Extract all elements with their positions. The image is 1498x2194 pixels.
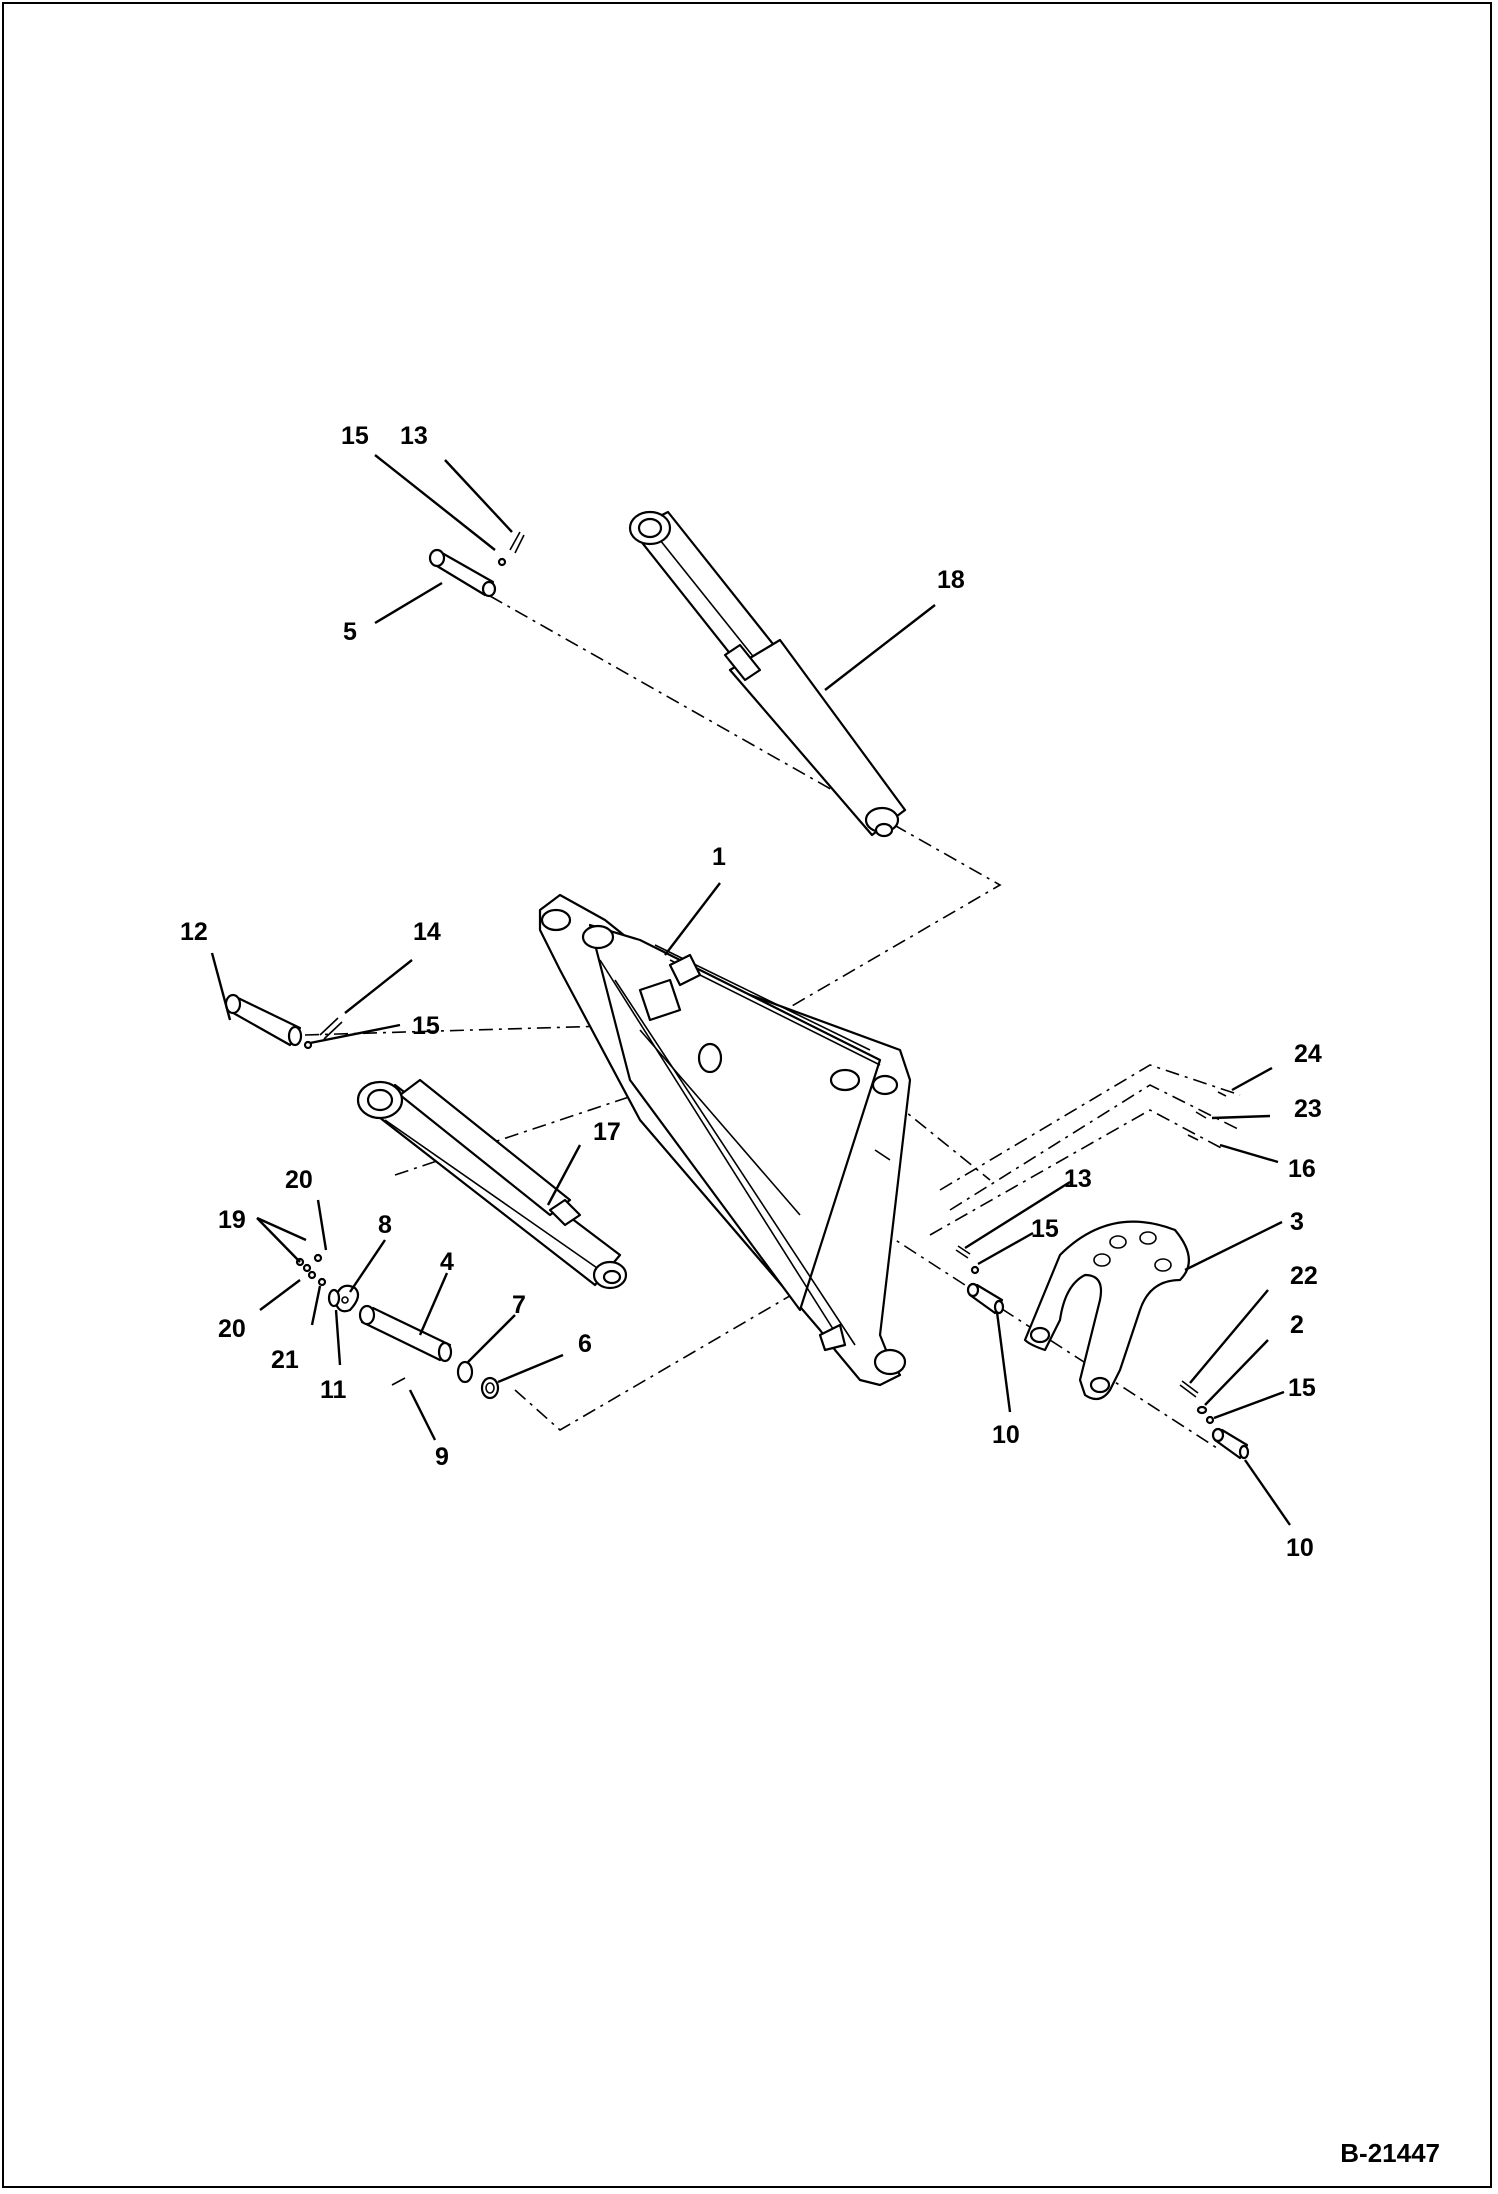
callout-21: 21 [271, 1346, 299, 1374]
callout-5: 5 [343, 618, 357, 646]
callout-23: 23 [1294, 1095, 1322, 1123]
callout-9: 9 [435, 1443, 449, 1471]
part-7-spacer [456, 1360, 474, 1384]
part-10-pin-left [966, 1282, 1005, 1315]
part-15-washer-top [497, 557, 507, 567]
callout-7: 7 [512, 1291, 526, 1319]
callout-8: 8 [378, 1211, 392, 1239]
part-9-cotter-pin [391, 1377, 406, 1386]
part-21-nut [317, 1277, 327, 1287]
callout-10-left: 10 [992, 1421, 1020, 1449]
part-24-fitting [1217, 1091, 1227, 1097]
callout-24: 24 [1294, 1040, 1322, 1068]
callout-15-right-lower: 15 [1288, 1374, 1316, 1402]
part-4-pin [358, 1304, 453, 1363]
part-18-upper-hydraulic-cylinder [628, 510, 907, 838]
callout-15-left: 15 [412, 1012, 440, 1040]
part-14-bolt [319, 1017, 343, 1040]
callout-10-right: 10 [1286, 1534, 1314, 1562]
callout-14: 14 [413, 918, 441, 946]
part-15-washer-right-upper [970, 1265, 980, 1275]
callout-15: 15 [341, 422, 369, 450]
document-reference-number: B-21447 [1340, 2138, 1440, 2168]
callout-6: 6 [578, 1330, 592, 1358]
part-5-upper-pin [428, 548, 497, 598]
callout-20-bottom: 20 [218, 1315, 246, 1343]
part-15-washer-left [303, 1040, 313, 1050]
callout-4: 4 [440, 1248, 454, 1276]
part-20-washer-upper [313, 1253, 323, 1263]
callout-13: 13 [400, 422, 428, 450]
part-10-pin-right [1211, 1427, 1250, 1460]
leader-lines [210, 454, 1291, 1526]
callout-13-right: 13 [1064, 1165, 1092, 1193]
part-12-pin [224, 993, 303, 1047]
callout-3: 3 [1290, 1208, 1304, 1236]
part-17-lower-hydraulic-cylinder [356, 1078, 628, 1290]
callout-18: 18 [937, 566, 965, 594]
callout-15-right-upper: 15 [1031, 1215, 1059, 1243]
part-15-washer-right-lower [1205, 1415, 1215, 1425]
part-13-bolt-top [509, 531, 525, 554]
part-3-swing-mount [1023, 1220, 1190, 1401]
part-13-bolt-right [955, 1245, 971, 1259]
callout-12: 12 [180, 918, 208, 946]
part-16-fitting [874, 1149, 891, 1161]
callout-1: 1 [712, 843, 726, 871]
part-16-small-fitting [1187, 1134, 1199, 1141]
callout-11: 11 [320, 1376, 347, 1404]
callout-22: 22 [1290, 1262, 1318, 1290]
part-11-ring [327, 1288, 341, 1308]
part-8-plate [333, 1284, 360, 1313]
part-1-boom-frame [538, 893, 912, 1387]
part-2-washer [1196, 1405, 1208, 1415]
part-22-bolt [1179, 1380, 1199, 1398]
part-20-washer-lower [307, 1270, 317, 1280]
callout-labels: 15 13 5 18 1 12 14 15 17 20 19 8 4 20 21… [180, 422, 1322, 1562]
callout-16: 16 [1288, 1155, 1316, 1183]
callout-19: 19 [218, 1206, 246, 1234]
part-6-bushing [480, 1376, 500, 1400]
callout-2: 2 [1290, 1311, 1304, 1339]
assembly-dash-lines [304, 595, 1241, 1451]
callout-20-top: 20 [285, 1166, 313, 1194]
part-23-fitting [1195, 1111, 1207, 1119]
callout-17: 17 [593, 1118, 621, 1146]
